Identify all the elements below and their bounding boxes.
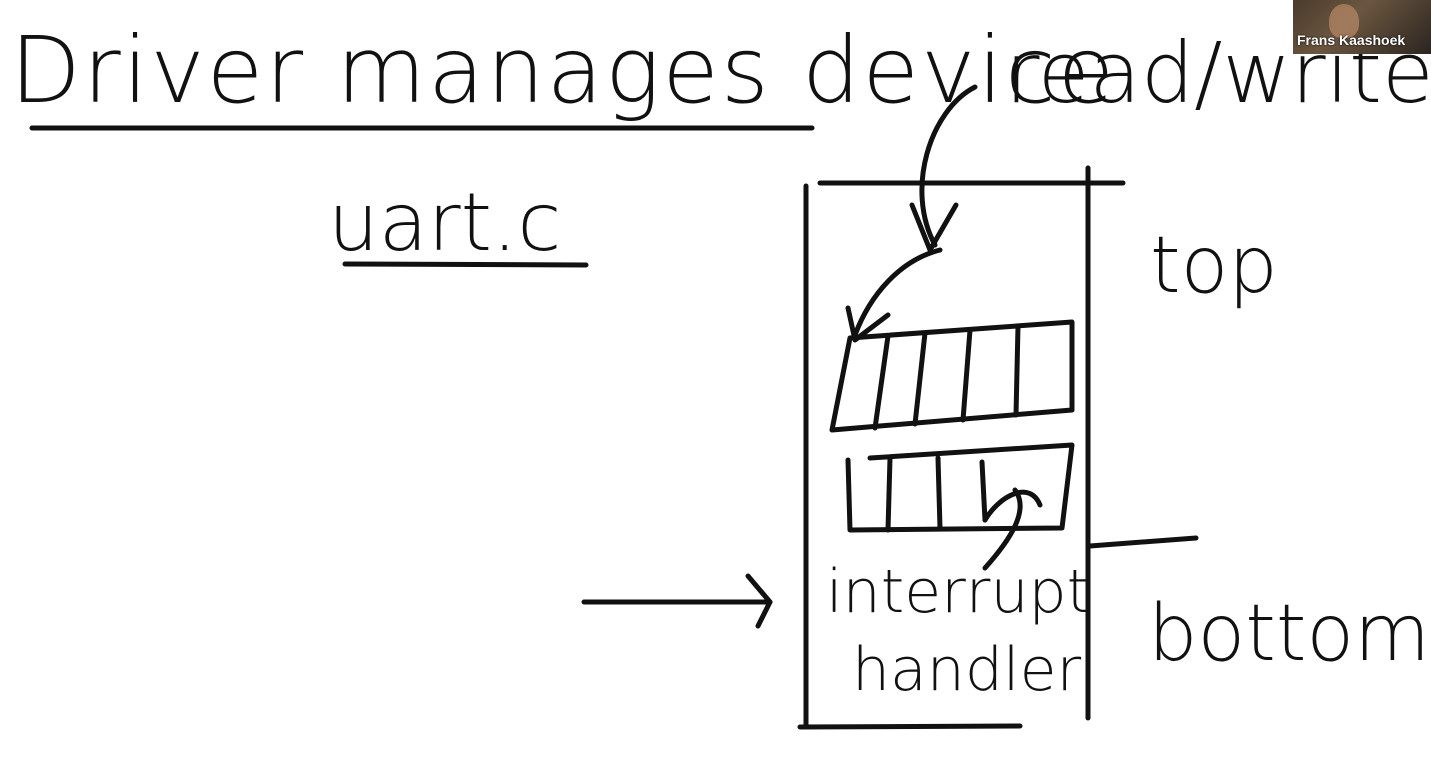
lower-buffer-slot [885,455,893,533]
handler-arrowhead [982,489,1043,523]
interrupt-arrowhead [745,573,773,629]
buffer-pointer-arrow [852,247,943,338]
upper-buffer [829,319,1075,433]
lower-buffer [845,442,1075,533]
handler-label-line1: interrupt [826,557,1090,627]
handler-arrow [982,487,1023,571]
lower-buffer-slot [979,459,988,523]
participant-name: Frans Kaashoek [1297,32,1406,48]
read-write-arrowhead [909,202,959,253]
top-label: top [1150,221,1278,311]
whiteboard-title: Driver manages device [10,17,1116,124]
driver-box-bottom [797,723,1023,730]
file-name-underline [342,261,589,268]
lower-buffer-slot [935,455,943,531]
bottom-label: bottom [1148,589,1430,679]
handler-label-line2: handler [852,635,1081,705]
upper-buffer-slot [872,333,891,431]
upper-buffer-slot [912,330,928,427]
participant-video-tile[interactable]: Frans Kaashoek [1293,0,1431,54]
read-write-arrow [919,84,978,248]
top-bottom-divider [1087,535,1199,549]
file-name: uart.c [328,176,561,269]
upper-buffer-slot [960,327,973,423]
upper-buffer-slot [1013,323,1021,418]
participant-video-feed [1329,4,1359,38]
